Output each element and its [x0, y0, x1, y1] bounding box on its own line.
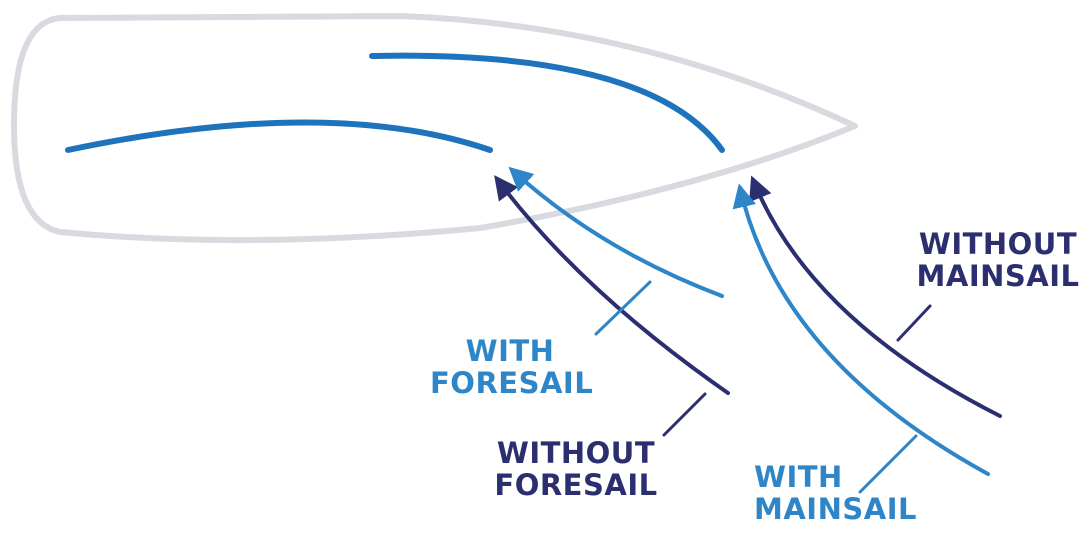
label-with-foresail: WITH FORESAIL — [430, 334, 594, 400]
flow-without-foresail — [494, 175, 730, 395]
label-with-mainsail-line2: MAINSAIL — [754, 491, 917, 526]
hull-outline — [11, 13, 858, 244]
label-with-foresail-line1: WITH — [465, 334, 555, 368]
mainsail — [65, 119, 493, 153]
label-without-mainsail-line1: WITHOUT — [918, 227, 1078, 261]
leader-without-mainsail — [896, 304, 932, 342]
label-without-foresail-line2: FORESAIL — [494, 467, 658, 502]
foresail — [369, 52, 725, 153]
label-with-mainsail-line1: WITH — [754, 460, 843, 494]
label-with-foresail-line2: FORESAIL — [430, 365, 594, 400]
leader-without-foresail — [662, 392, 707, 437]
label-with-mainsail: WITH MAINSAIL — [754, 460, 924, 526]
flow-with-foresail — [508, 166, 724, 298]
leader-with-foresail — [594, 280, 652, 336]
flow-with-mainsail — [732, 183, 990, 476]
leader-with-mainsail — [858, 434, 918, 494]
label-without-foresail: WITHOUT FORESAIL — [486, 436, 666, 502]
label-without-mainsail-line2: MAINSAIL — [916, 258, 1080, 293]
label-without-foresail-line1: WITHOUT — [496, 436, 656, 470]
flow-without-mainsail — [749, 175, 1002, 418]
label-without-mainsail: WITHOUT MAINSAIL — [912, 227, 1084, 293]
